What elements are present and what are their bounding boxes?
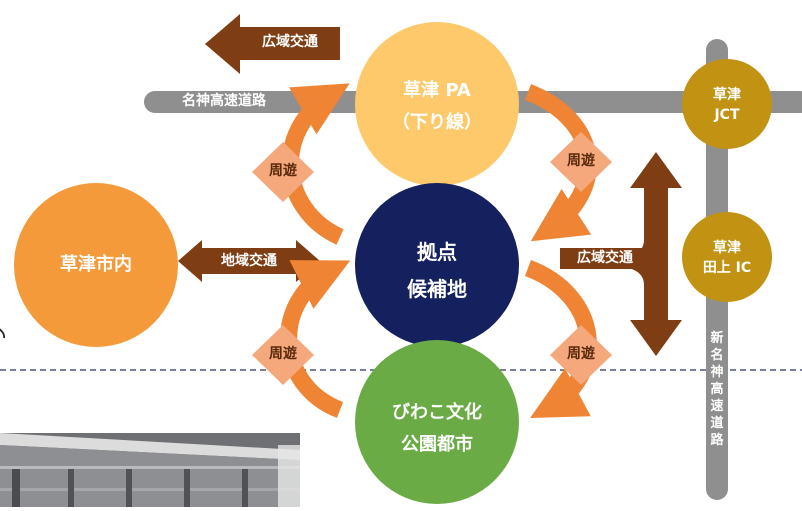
circulation-label: 周遊 [567, 346, 595, 362]
tagami-ic-label-line2: 田上 IC [702, 260, 752, 276]
wide-area-label-top: 広域交通 [262, 34, 318, 50]
wide-area-arrow-top [205, 14, 340, 74]
kusatsu-city-label: 草津市内 [60, 254, 132, 275]
kusatsu-jct-label-line2: JCT [714, 107, 740, 123]
cropped-text-fragment [0, 328, 6, 339]
kusatsu-pa-label-line2: （下り線） [392, 112, 482, 133]
tagami-ic-label-line1: 草津 [713, 240, 741, 256]
meishin-road-label: 名神高速道路 [182, 93, 266, 109]
regional-transport-arrow [178, 240, 320, 282]
biwako-label-line1: びわこ文化 [392, 402, 482, 423]
building-photo [0, 433, 300, 507]
wide-area-label-right: 広域交通 [560, 248, 650, 269]
biwako-label-line2: 公園都市 [401, 434, 473, 455]
circulation-label: 周遊 [269, 163, 297, 179]
kusatsu-pa-circle [355, 22, 519, 186]
circulation-diamonds [252, 132, 612, 385]
circulation-label: 周遊 [269, 346, 297, 362]
circulation-label: 周遊 [567, 153, 595, 169]
hub-label-line1: 拠点 [417, 240, 457, 264]
kusatsu-pa-label-line1: 草津 PA [403, 80, 471, 101]
biwako-circle [355, 340, 519, 504]
hub-circle [355, 183, 519, 347]
kusatsu-city-circle [14, 183, 178, 347]
regional-transport-label: 地域交通 [221, 253, 277, 269]
shin-meishin-road-label: 新名神高速道路 [710, 331, 724, 448]
kusatsu-jct-label-line1: 草津 [713, 87, 741, 103]
kusatsu-jct-circle [682, 59, 772, 149]
tagami-ic-circle [682, 212, 772, 302]
hub-label-line2: 候補地 [407, 277, 467, 301]
